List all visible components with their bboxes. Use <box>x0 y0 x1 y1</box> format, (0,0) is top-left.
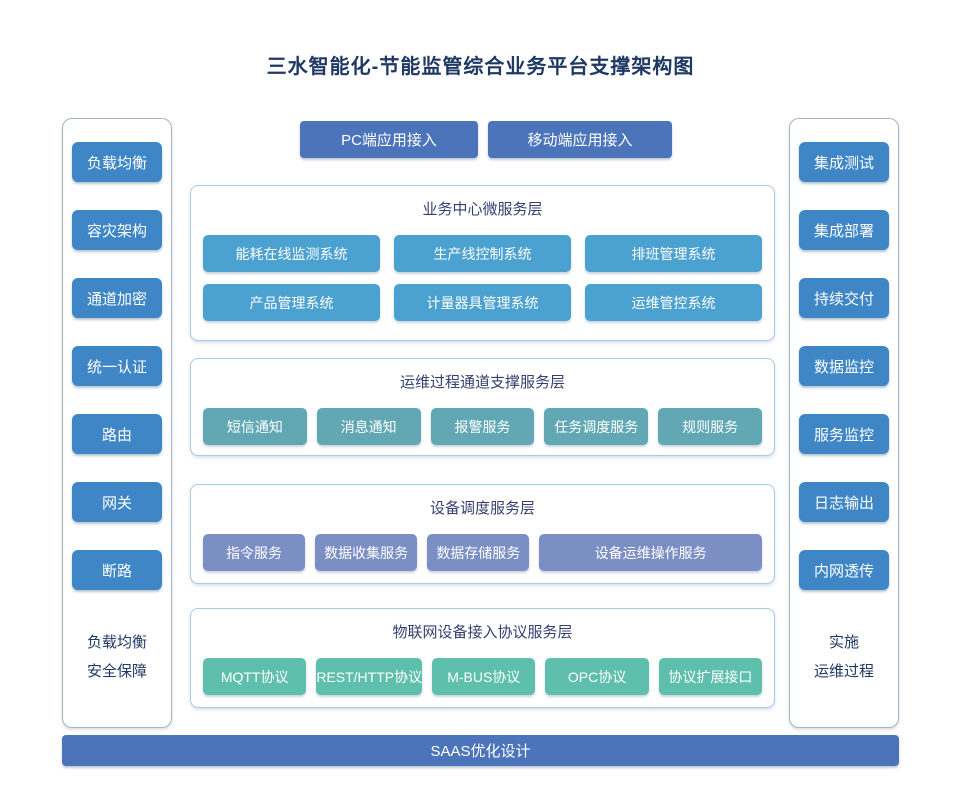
node-row: 能耗在线监测系统 生产线控制系统 排班管理系统 <box>203 235 762 272</box>
node-row: 短信通知 消息通知 报警服务 任务调度服务 规则服务 <box>203 408 762 445</box>
right-panel-node-data-monitor: 数据监控 <box>799 346 889 386</box>
right-panel: 集成测试 集成部署 持续交付 数据监控 服务监控 日志输出 内网透传 实施 运维… <box>789 118 899 728</box>
diagram-node-alarm-service: 报警服务 <box>430 408 535 445</box>
left-panel-node-unified-auth: 统一认证 <box>72 346 162 386</box>
right-panel-node-service-monitor: 服务监控 <box>799 414 889 454</box>
right-panel-caption-line1: 实施 <box>828 634 859 651</box>
left-panel-node-circuit-break: 断路 <box>72 550 162 590</box>
left-panel-caption-line2: 安全保障 <box>86 663 147 680</box>
left-panel-node-routing: 路由 <box>72 414 162 454</box>
diagram-node-metering-management: 计量器具管理系统 <box>394 284 571 321</box>
diagram-node-energy-monitoring: 能耗在线监测系统 <box>203 235 380 272</box>
left-panel-caption-line1: 负载均衡 <box>86 634 147 651</box>
pc-access-node: PC端应用接入 <box>300 121 478 158</box>
left-panel-node-channel-encryption: 通道加密 <box>72 278 162 318</box>
node-row: MQTT协议 REST/HTTP协议 M-BUS协议 OPC协议 协议扩展接口 <box>203 658 763 695</box>
section-device-scheduling: 设备调度服务层 指令服务 数据收集服务 数据存储服务 设备运维操作服务 <box>190 484 775 584</box>
section-ops-channel-support: 运维过程通道支撑服务层 短信通知 消息通知 报警服务 任务调度服务 规则服务 <box>190 358 775 456</box>
diagram-node-message-notify: 消息通知 <box>316 408 421 445</box>
diagram-node-production-line-control: 生产线控制系统 <box>394 235 571 272</box>
right-panel-caption: 实施 运维过程 <box>814 628 874 686</box>
mobile-access-node: 移动端应用接入 <box>488 121 672 158</box>
diagram-node-command-service: 指令服务 <box>203 534 306 571</box>
diagram-node-shift-management: 排班管理系统 <box>585 235 762 272</box>
diagram-node-protocol-extension: 协议扩展接口 <box>658 658 763 695</box>
right-panel-node-integration-deploy: 集成部署 <box>799 210 889 250</box>
node-row: 指令服务 数据收集服务 数据存储服务 设备运维操作服务 <box>203 534 762 571</box>
diagram-node-sms-notify: 短信通知 <box>203 408 307 445</box>
diagram-node-product-management: 产品管理系统 <box>203 284 380 321</box>
right-panel-node-intranet-passthrough: 内网透传 <box>799 550 889 590</box>
diagram-node-data-storage: 数据存储服务 <box>427 534 530 571</box>
page-title: 三水智能化-节能监管综合业务平台支撑架构图 <box>266 56 695 78</box>
section-title: 运维过程通道支撑服务层 <box>399 374 565 391</box>
right-panel-caption-line2: 运维过程 <box>813 663 874 680</box>
section-title: 设备调度服务层 <box>429 500 535 517</box>
diagram-node-opc: OPC协议 <box>545 658 649 695</box>
section-title: 业务中心微服务层 <box>422 201 543 218</box>
diagram-node-rest-http: REST/HTTP协议 <box>316 658 423 695</box>
diagram-node-device-ops-operation: 设备运维操作服务 <box>539 534 762 571</box>
diagram-node-ops-control: 运维管控系统 <box>585 284 762 321</box>
diagram-node-data-collection: 数据收集服务 <box>315 534 418 571</box>
section-business-microservices: 业务中心微服务层 能耗在线监测系统 生产线控制系统 排班管理系统 产品管理系统 … <box>190 185 775 341</box>
left-panel-caption: 负载均衡 安全保障 <box>87 628 147 686</box>
right-panel-node-integration-test: 集成测试 <box>799 142 889 182</box>
saas-optimization-bar: SAAS优化设计 <box>62 735 899 766</box>
diagram-node-rule-service: 规则服务 <box>658 408 762 445</box>
section-title: 物联网设备接入协议服务层 <box>392 624 573 641</box>
app-access-row: PC端应用接入 移动端应用接入 <box>300 121 672 158</box>
diagram-node-task-scheduling: 任务调度服务 <box>544 408 649 445</box>
left-panel-node-gateway: 网关 <box>72 482 162 522</box>
node-row: 产品管理系统 计量器具管理系统 运维管控系统 <box>203 284 762 321</box>
left-panel: 负载均衡 容灾架构 通道加密 统一认证 路由 网关 断路 负载均衡 安全保障 <box>62 118 172 728</box>
right-panel-node-log-output: 日志输出 <box>799 482 889 522</box>
right-panel-node-continuous-delivery: 持续交付 <box>799 278 889 318</box>
diagram-node-mbus: M-BUS协议 <box>432 658 536 695</box>
diagram-node-mqtt: MQTT协议 <box>203 658 307 695</box>
left-panel-node-load-balance: 负载均衡 <box>72 142 162 182</box>
left-panel-node-disaster-recovery: 容灾架构 <box>72 210 162 250</box>
section-iot-protocol-access: 物联网设备接入协议服务层 MQTT协议 REST/HTTP协议 M-BUS协议 … <box>190 608 775 708</box>
